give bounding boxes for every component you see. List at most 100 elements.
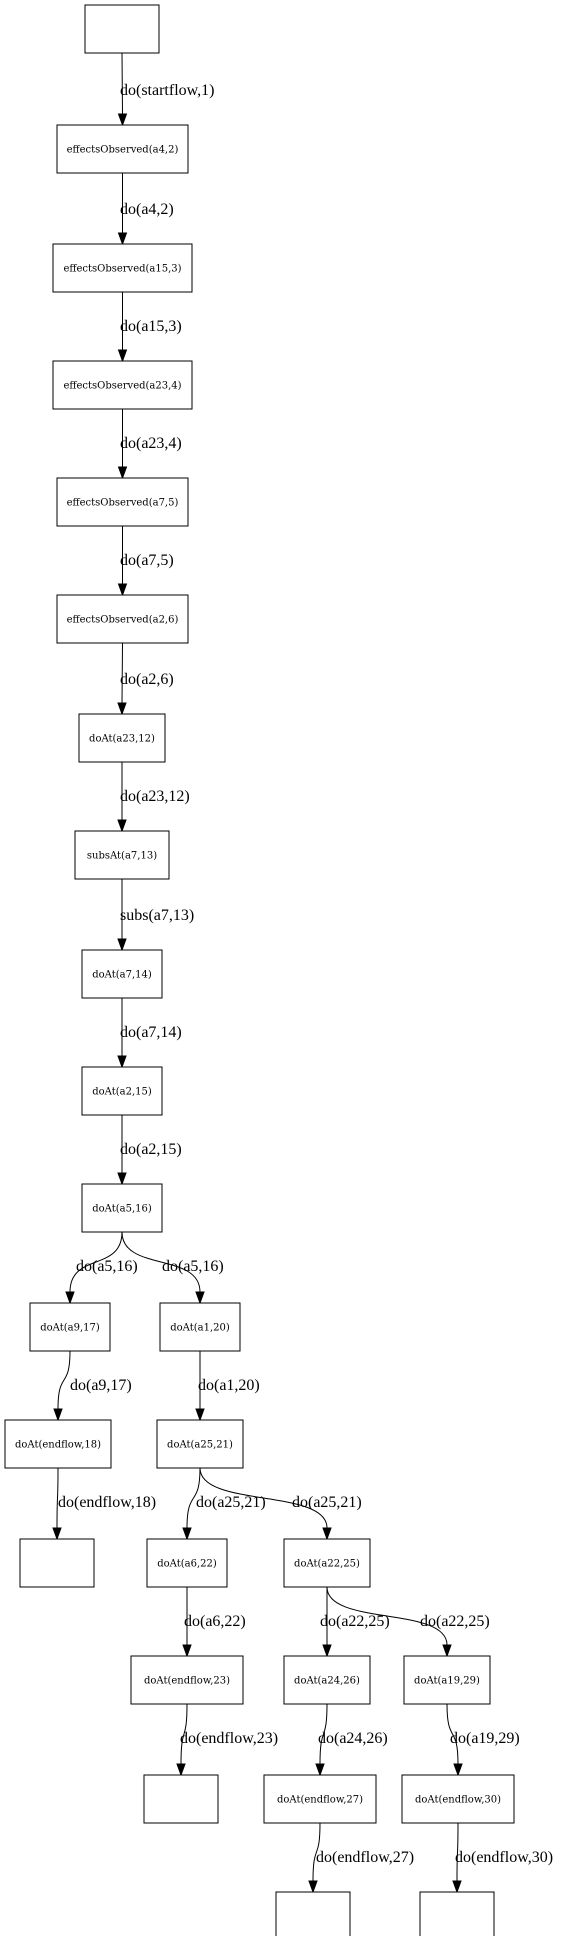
- arrow-head-icon: [453, 1763, 463, 1777]
- edge-do-a4-2: do(a4,2): [117, 173, 174, 246]
- edge-do-a2-6: do(a2,6): [117, 642, 174, 716]
- node-box: [156, 1419, 244, 1469]
- node-box: [283, 1655, 371, 1705]
- node-empty: [19, 1538, 95, 1588]
- node-doat-endflow-23: doAt(endflow,23): [130, 1655, 244, 1705]
- node-label: doAt(endflow,27): [277, 1795, 363, 1806]
- node-label: doAt(a24,26): [294, 1676, 360, 1687]
- node-label: doAt(a23,12): [89, 734, 155, 745]
- edge-label: do(a23,12): [120, 788, 190, 805]
- edge-line: [199, 1467, 328, 1529]
- node-effectsobserved-a15-3: effectsObserved(a15,3): [52, 243, 193, 293]
- edge-line: [319, 1703, 328, 1765]
- node-empty: [84, 4, 160, 54]
- edge-line: [57, 1350, 71, 1410]
- edge-do-a22-25: do(a22,25): [326, 1586, 490, 1658]
- node-box: [78, 713, 166, 763]
- node-label: effectsObserved(a7,5): [67, 498, 179, 509]
- node-doat-a2-15: doAt(a2,15): [81, 1066, 163, 1116]
- node-subsat-a7-13: subsAt(a7,13): [74, 830, 170, 880]
- node-label: doAt(a5,16): [92, 1204, 152, 1215]
- node-box: [401, 1774, 515, 1824]
- arrow-head-icon: [195, 1408, 205, 1422]
- edge-line: [456, 1822, 459, 1882]
- node-effectsobserved-a4-2: effectsObserved(a4,2): [56, 124, 189, 174]
- node-label: effectsObserved(a2,6): [67, 615, 179, 626]
- arrow-head-icon: [117, 702, 127, 716]
- arrow-head-icon: [117, 583, 128, 597]
- node-box: [56, 124, 189, 174]
- node-doat-endflow-18: doAt(endflow,18): [4, 1419, 112, 1469]
- node-box: [19, 1538, 95, 1588]
- node-box: [283, 1538, 371, 1588]
- node-box: [81, 949, 163, 999]
- node-doat-a23-12: doAt(a23,12): [78, 713, 166, 763]
- node-label: doAt(endflow,18): [15, 1440, 101, 1451]
- arrow-head-icon: [308, 1880, 318, 1894]
- node-box: [81, 1183, 163, 1233]
- edge-line: [186, 1467, 201, 1529]
- node-box: [56, 594, 189, 644]
- node-box: [159, 1302, 241, 1352]
- node-label: effectsObserved(a15,3): [63, 264, 181, 275]
- edge-label: subs(a7,13): [120, 907, 194, 924]
- arrow-head-icon: [117, 1172, 127, 1186]
- node-label: doAt(a9,17): [40, 1323, 100, 1334]
- edge-label: do(endflow,18): [58, 1494, 156, 1511]
- node-box: [52, 243, 193, 293]
- node-doat-a5-16: doAt(a5,16): [81, 1183, 163, 1233]
- node-box: [403, 1655, 491, 1705]
- edge-do-endflow-18: do(endflow,18): [52, 1467, 156, 1541]
- node-box: [419, 1891, 495, 1936]
- arrow-head-icon: [117, 232, 128, 246]
- node-box: [81, 1066, 163, 1116]
- edge-do-a24-26: do(a24,26): [315, 1703, 388, 1777]
- edge-label: do(a15,3): [120, 318, 182, 335]
- edge-do-endflow-23: do(endflow,23): [176, 1703, 278, 1777]
- edge-do-a15-3: do(a15,3): [117, 292, 182, 363]
- edge-line: [446, 1703, 459, 1765]
- node-empty: [419, 1891, 495, 1936]
- edge-line: [69, 1231, 123, 1293]
- nodes-layer: effectsObserved(a4,2) effectsObserved(a15…: [4, 4, 515, 1936]
- edge-label: do(a2,6): [120, 671, 174, 688]
- node-doat-a25-21: doAt(a25,21): [156, 1419, 244, 1469]
- edge-do-a5-16: do(a5,16): [121, 1231, 224, 1305]
- edge-label: do(startflow,1): [120, 82, 215, 99]
- node-box: [74, 830, 170, 880]
- node-doat-a7-14: doAt(a7,14): [81, 949, 163, 999]
- edge-do-a23-4: do(a23,4): [117, 409, 182, 480]
- arrow-head-icon: [52, 1527, 62, 1541]
- edge-label: do(a25,21): [292, 1494, 362, 1511]
- edge-do-a25-21: do(a25,21): [182, 1467, 266, 1541]
- node-box: [52, 360, 193, 410]
- node-label: doAt(endflow,30): [415, 1795, 501, 1806]
- arrow-head-icon: [65, 1291, 75, 1305]
- node-doat-endflow-27: doAt(endflow,27): [263, 1774, 377, 1824]
- edge-label: do(a23,4): [120, 435, 182, 452]
- arrow-head-icon: [322, 1527, 332, 1541]
- edge-line: [326, 1586, 448, 1646]
- edge-label: do(a5,16): [162, 1258, 224, 1275]
- node-doat-a6-22: doAt(a6,22): [146, 1538, 228, 1588]
- node-box: [84, 4, 160, 54]
- arrow-head-icon: [117, 938, 127, 952]
- edge-subs-a7-13: subs(a7,13): [117, 879, 194, 952]
- node-label: doAt(a2,15): [92, 1087, 152, 1098]
- edge-line: [56, 1467, 59, 1529]
- arrow-head-icon: [117, 1055, 127, 1069]
- edge-label: do(a6,22): [184, 1613, 246, 1630]
- edge-label: do(a24,26): [318, 1730, 388, 1747]
- edge-label: do(a1,20): [198, 1377, 260, 1394]
- node-doat-a24-26: doAt(a24,26): [283, 1655, 371, 1705]
- node-empty: [143, 1774, 219, 1824]
- edge-do-a9-17: do(a9,17): [53, 1350, 132, 1422]
- edge-do-a7-14: do(a7,14): [117, 998, 182, 1069]
- node-empty: [275, 1891, 351, 1936]
- node-doat-a1-20: doAt(a1,20): [159, 1302, 241, 1352]
- node-label: doAt(a19,29): [414, 1676, 480, 1687]
- edge-line: [121, 52, 123, 115]
- edge-label: do(a9,17): [70, 1377, 132, 1394]
- edge-do-a7-5: do(a7,5): [117, 526, 174, 597]
- edge-label: do(endflow,30): [455, 1849, 553, 1866]
